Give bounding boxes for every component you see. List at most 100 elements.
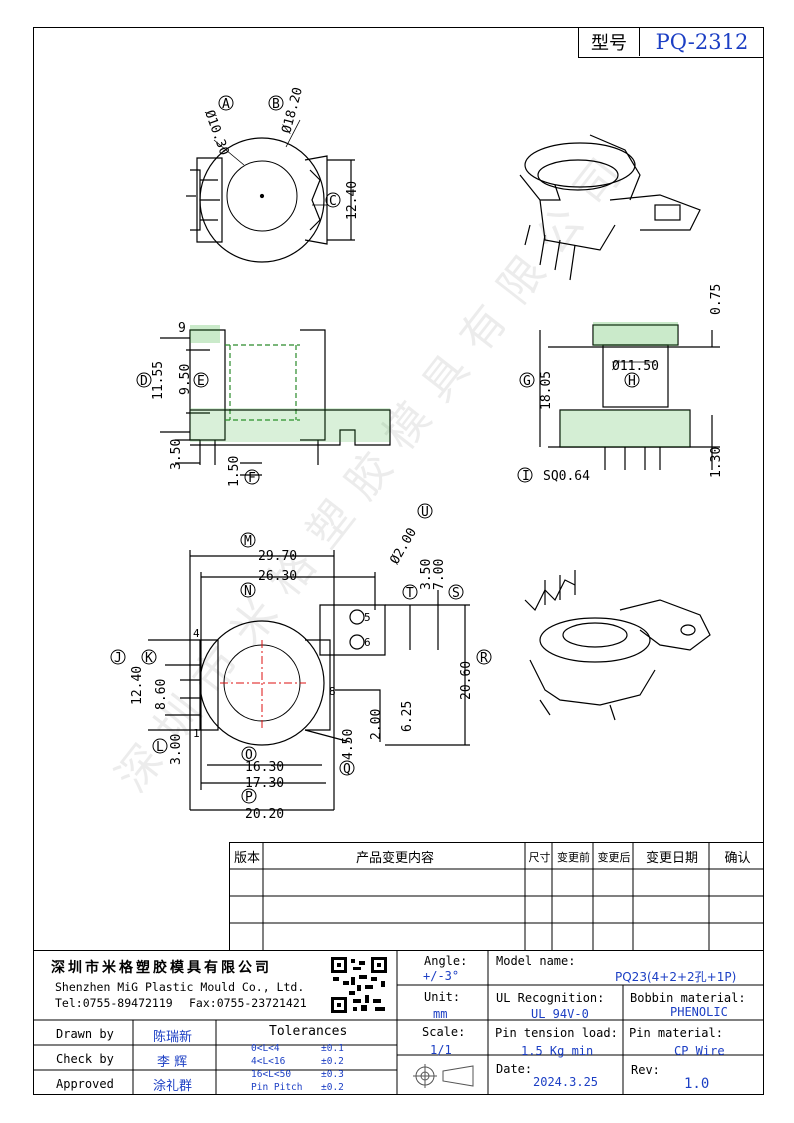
dim-d: 11.55 bbox=[151, 361, 166, 400]
dim-c: 12.40 bbox=[345, 181, 360, 220]
dim-625: 6.25 bbox=[400, 701, 415, 732]
company-fax: Fax:0755-23721421 bbox=[189, 996, 307, 1010]
qr-code bbox=[329, 955, 389, 1015]
bobbin-material-value: PHENOLIC bbox=[670, 1005, 728, 1019]
model-name-value: PQ23(4+2+2孔+1P) bbox=[615, 970, 737, 984]
date-value: 2024.3.25 bbox=[533, 1075, 599, 1089]
front-view bbox=[160, 329, 391, 476]
check-by-value: 李 辉 bbox=[157, 1055, 188, 1070]
dim-w: 20.20 bbox=[245, 807, 284, 822]
drawn-by-value: 陈瑞新 bbox=[153, 1030, 193, 1045]
dim-t: 3.50 bbox=[419, 559, 434, 590]
tolerances-title: Tolerances bbox=[269, 1024, 348, 1039]
pin-8-label: 8 bbox=[329, 685, 336, 698]
rev-header-date: 变更日期 bbox=[645, 851, 698, 866]
approved-label: Approved bbox=[56, 1077, 114, 1091]
rev-header-confirm: 确认 bbox=[724, 851, 751, 866]
dim-b: Ø18.20 bbox=[279, 86, 306, 135]
check-by-label: Check by bbox=[56, 1052, 114, 1066]
pin-material-value: CP Wire bbox=[674, 1044, 725, 1058]
dim-f: 1.50 bbox=[227, 456, 242, 487]
scale-value: 1/1 bbox=[430, 1043, 452, 1057]
dim-u: Ø2.00 bbox=[387, 526, 420, 567]
label-u: U bbox=[421, 505, 429, 520]
dim-g: 18.05 bbox=[539, 371, 554, 410]
label-s: S bbox=[452, 586, 460, 601]
dim-i: SQ0.64 bbox=[543, 469, 590, 484]
dim-h1: 3.50 bbox=[169, 439, 184, 470]
model-name-label: Model name: bbox=[496, 954, 576, 968]
rev-header-content: 产品变更内容 bbox=[355, 851, 434, 866]
label-t: T bbox=[406, 586, 414, 601]
dim-bottom: 1.30 bbox=[709, 447, 724, 478]
dim-p: 17.30 bbox=[245, 776, 284, 791]
pin-5-label: 5 bbox=[364, 611, 371, 624]
tol-range-1: 4<L<16 bbox=[251, 1056, 286, 1067]
label-c: C bbox=[329, 194, 337, 209]
label-f: F bbox=[248, 471, 256, 486]
label-o: O bbox=[245, 748, 253, 763]
tol-range-2: 16<L<50 bbox=[251, 1069, 292, 1080]
scale-label: Scale: bbox=[422, 1025, 466, 1039]
iso-view-1 bbox=[519, 134, 701, 281]
bottom-view bbox=[148, 550, 470, 811]
label-a: A bbox=[222, 97, 230, 112]
label-m: M bbox=[244, 534, 252, 549]
dim-q: 4.50 bbox=[341, 729, 356, 760]
title-block: 深圳市米格塑胶模具有限公司 Shenzhen MiG Plastic Mould… bbox=[33, 950, 764, 1095]
tol-value-3: ±0.2 bbox=[321, 1082, 344, 1093]
revision-table: 版本 产品变更内容 尺寸 变更前 变更后 变更日期 确认 bbox=[229, 842, 764, 950]
label-r: R bbox=[480, 651, 488, 666]
date-label: Date: bbox=[496, 1062, 533, 1076]
ul-label: UL Recognition: bbox=[496, 991, 605, 1005]
dim-top: 0.75 bbox=[709, 284, 724, 315]
rev-label: Rev: bbox=[631, 1063, 660, 1077]
rev-value: 1.0 bbox=[684, 1076, 710, 1092]
drawn-by-label: Drawn by bbox=[56, 1027, 114, 1041]
dim-l: 3.00 bbox=[169, 734, 184, 765]
label-d: D bbox=[140, 374, 148, 389]
pin-tension-value: 1.5 Kg min bbox=[521, 1044, 594, 1058]
unit-label: Unit: bbox=[424, 990, 461, 1004]
rev-header-before: 变更前 bbox=[557, 850, 590, 864]
pin-tension-label: Pin tension load: bbox=[495, 1026, 618, 1040]
label-p: P bbox=[245, 790, 253, 805]
tol-value-1: ±0.2 bbox=[321, 1056, 344, 1067]
top-view bbox=[186, 119, 355, 263]
drawing-sheet bbox=[33, 27, 764, 1095]
rev-header-after: 变更后 bbox=[597, 850, 631, 864]
label-k: K bbox=[145, 651, 153, 666]
dim-a: Ø10.30 bbox=[201, 108, 231, 157]
bobbin-material-label: Bobbin material: bbox=[630, 991, 746, 1005]
pin-1-label: 1 bbox=[193, 727, 200, 740]
tol-value-0: ±0.1 bbox=[321, 1043, 344, 1054]
pin-4-label: 4 bbox=[193, 627, 200, 640]
iso-view-2 bbox=[524, 570, 711, 721]
dim-h: Ø11.50 bbox=[612, 359, 659, 374]
rev-header-version: 版本 bbox=[233, 851, 260, 866]
company-name-en: Shenzhen MiG Plastic Mould Co., Ltd. bbox=[55, 980, 305, 994]
label-n: N bbox=[244, 584, 252, 599]
pin-9-label: 9 bbox=[178, 321, 186, 336]
label-j: J bbox=[114, 651, 122, 666]
side-view bbox=[539, 324, 720, 470]
label-b: B bbox=[272, 97, 280, 112]
angle-label: Angle: bbox=[424, 954, 468, 968]
projection-symbol-icon bbox=[411, 1063, 475, 1093]
tol-value-2: ±0.3 bbox=[321, 1069, 344, 1080]
label-e: E bbox=[197, 374, 205, 389]
dim-k: 8.60 bbox=[154, 679, 169, 710]
pin-material-label: Pin material: bbox=[629, 1026, 723, 1040]
pin-6-label: 6 bbox=[364, 636, 371, 649]
top-view-labels: A B C Ø10.30 Ø18.20 12.40 bbox=[201, 86, 360, 220]
label-l: L bbox=[156, 740, 164, 755]
dim-m: 29.70 bbox=[258, 549, 297, 564]
unit-value: mm bbox=[433, 1007, 448, 1021]
company-name-cn: 深圳市米格塑胶模具有限公司 bbox=[51, 960, 272, 976]
dim-e: 9.50 bbox=[178, 364, 193, 395]
label-h: H bbox=[628, 374, 636, 389]
dim-200: 2.00 bbox=[369, 709, 384, 740]
model-header: 型号 PQ-2312 bbox=[578, 27, 764, 58]
angle-value: +/-3° bbox=[423, 969, 460, 983]
company-tel: Tel:0755-89472119 bbox=[55, 996, 173, 1010]
